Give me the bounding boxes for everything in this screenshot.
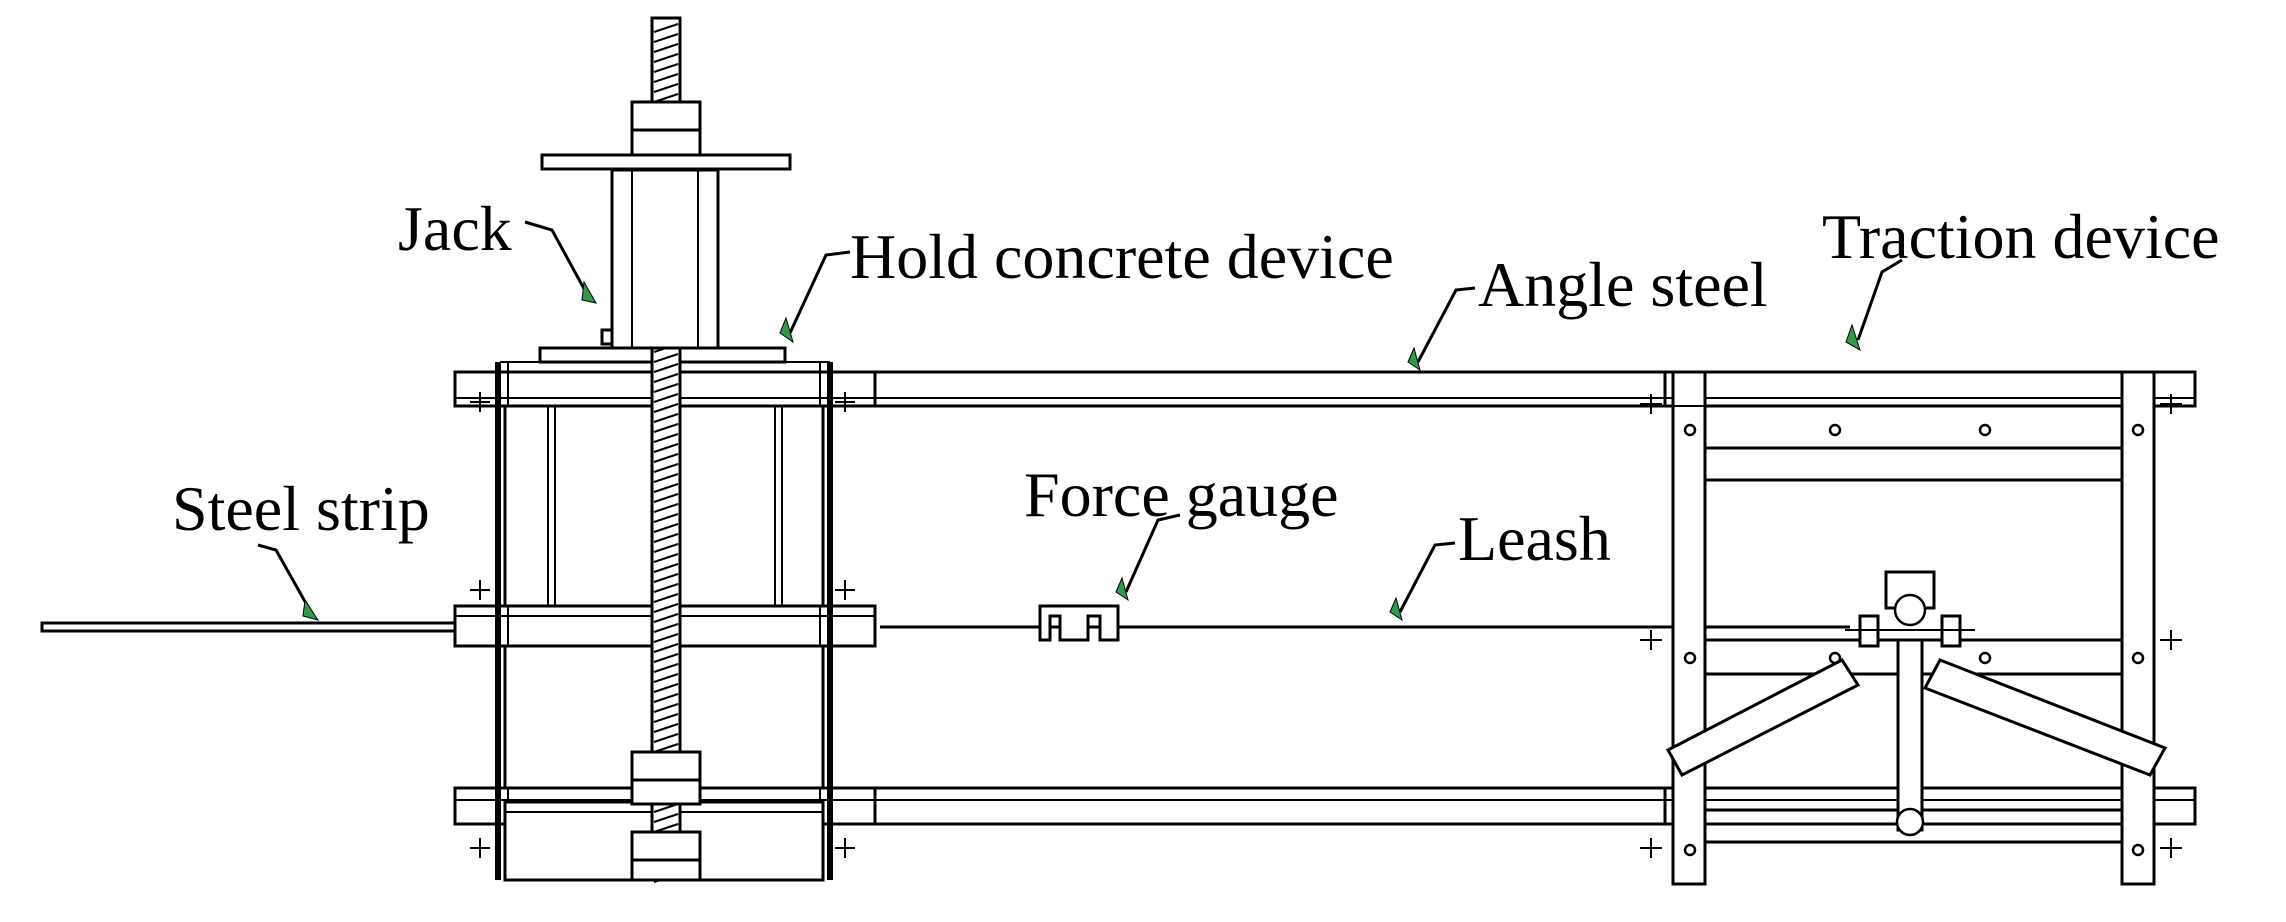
label-leash: Leash <box>1458 503 1611 574</box>
thread-line <box>653 513 679 523</box>
thread-line <box>653 603 679 613</box>
thread-line <box>653 573 679 583</box>
thread-line <box>653 413 679 423</box>
leader-lines <box>257 220 1903 622</box>
thread-line <box>653 473 679 483</box>
thread-line <box>653 523 679 533</box>
thread-line <box>653 583 679 593</box>
thread-line <box>653 53 679 63</box>
thread-line <box>653 683 679 693</box>
label-jack: Jack <box>398 193 512 264</box>
thread-line <box>653 643 679 653</box>
frame-bolt-marks <box>1640 394 2182 858</box>
angle-steel <box>873 370 1677 826</box>
label-angle-steel: Angle steel <box>1478 249 1768 320</box>
thread-line <box>653 373 679 383</box>
thread-line <box>653 353 679 363</box>
thread-line <box>653 83 679 93</box>
thread-line <box>653 33 679 43</box>
thread-line <box>653 723 679 733</box>
label-force-gauge: Force gauge <box>1024 459 1339 530</box>
thread-line <box>653 423 679 433</box>
thread-line <box>653 533 679 543</box>
traction-device <box>1640 370 2197 886</box>
thread-line <box>653 63 679 73</box>
thread-line <box>653 703 679 713</box>
thread-line <box>653 73 679 83</box>
thread-line <box>653 393 679 403</box>
thread-line <box>653 543 679 553</box>
thread-line <box>653 813 679 823</box>
thread-line <box>653 453 679 463</box>
jack <box>540 16 792 883</box>
thread-line <box>653 403 679 413</box>
thread-line <box>653 43 679 53</box>
thread-line <box>653 483 679 493</box>
thread-line <box>653 503 679 513</box>
thread-line <box>653 613 679 623</box>
thread-line <box>653 633 679 643</box>
thread-line <box>653 443 679 453</box>
thread-line <box>653 673 679 683</box>
thread-line <box>653 693 679 703</box>
thread-line <box>653 363 679 373</box>
thread-line <box>653 663 679 673</box>
thread-line <box>653 463 679 473</box>
thread-line <box>653 563 679 573</box>
label-traction-device: Traction device <box>1822 201 2220 272</box>
force-gauge <box>1020 604 1140 642</box>
thread-line <box>653 593 679 603</box>
bolt-marks <box>470 392 855 858</box>
thread-line <box>653 553 679 563</box>
thread-line <box>653 433 679 443</box>
thread-line <box>653 383 679 393</box>
thread-line <box>653 623 679 633</box>
steel-strip <box>40 621 464 633</box>
thread-line <box>653 713 679 723</box>
label-hold-concrete-device: Hold concrete device <box>850 221 1394 292</box>
thread-line <box>653 653 679 663</box>
thread-line <box>653 493 679 503</box>
thread-line <box>653 23 679 33</box>
label-steel-strip: Steel strip <box>172 473 430 544</box>
thread-line <box>653 733 679 743</box>
